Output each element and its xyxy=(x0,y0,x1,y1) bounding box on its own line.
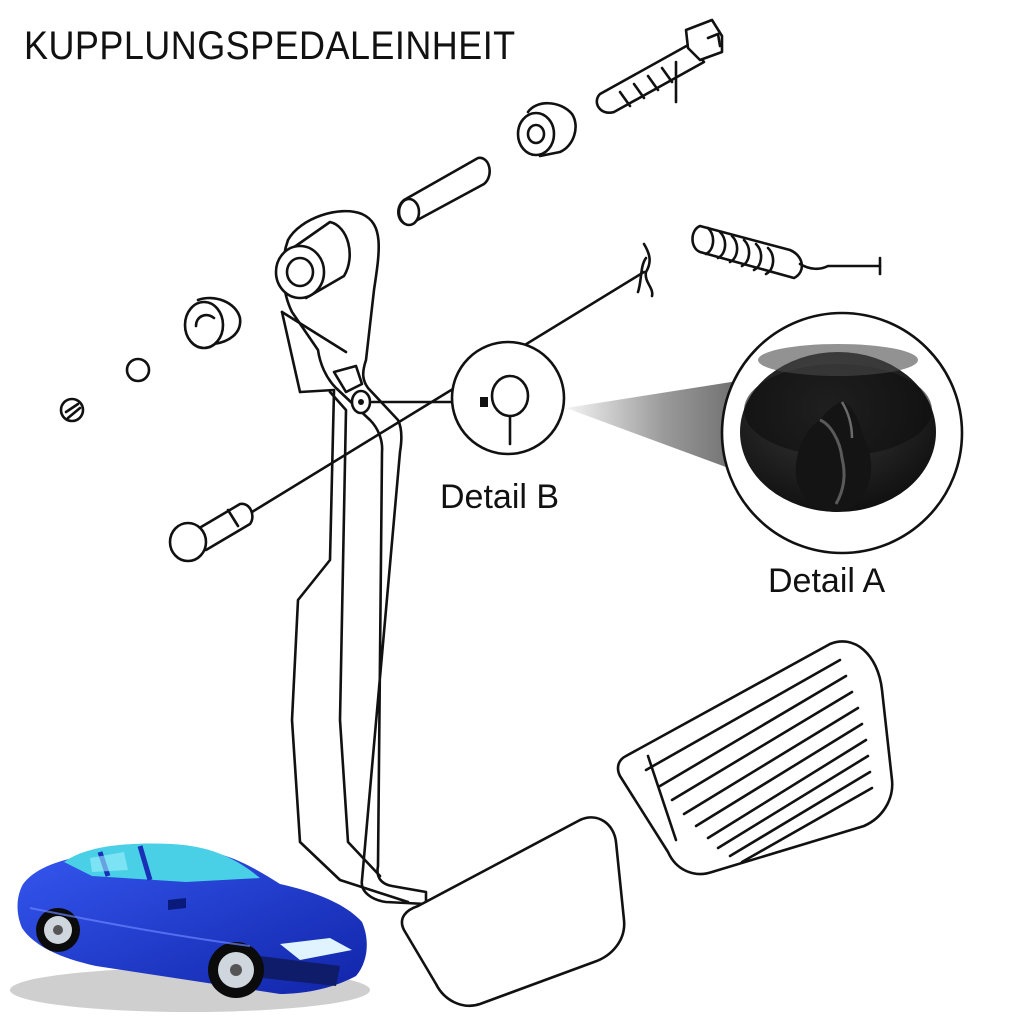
detail-b-label: Detail B xyxy=(440,478,560,516)
clevis-pin xyxy=(168,502,254,563)
assembly-line-pin xyxy=(250,270,646,514)
detail-a-pointer xyxy=(566,380,744,470)
pedal-pad-icon xyxy=(616,640,894,876)
cotter-pin xyxy=(636,242,654,298)
pivot-tube xyxy=(397,156,491,227)
car-icon xyxy=(10,843,370,1012)
pedal-foot-plate xyxy=(400,816,626,1007)
detail-b-circle xyxy=(450,340,566,456)
detail-a-circle xyxy=(720,311,964,555)
clip-ring xyxy=(59,397,85,423)
left-washer xyxy=(183,296,242,350)
return-spring xyxy=(691,224,882,280)
small-nut xyxy=(125,357,151,383)
pedal-arm xyxy=(280,209,428,906)
pivot-bolt xyxy=(595,18,724,114)
clip-icon xyxy=(740,344,936,512)
pivot-bushing xyxy=(274,220,352,300)
upper-bushing xyxy=(516,101,577,158)
detail-a-label: Detail A xyxy=(768,562,886,600)
diagram-title: KUPPLUNGSPEDALEINHEIT xyxy=(24,24,516,68)
